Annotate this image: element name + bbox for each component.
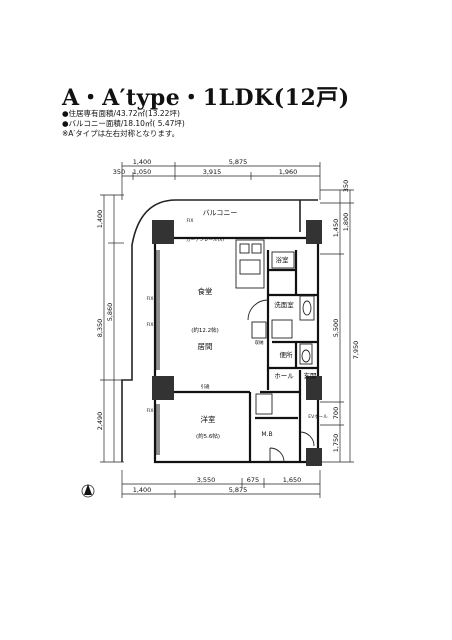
dim-left-4: 2,490 bbox=[96, 412, 104, 431]
room-balcony-label: バルコニー bbox=[203, 209, 238, 217]
dim-right-3: 7,950 bbox=[352, 341, 360, 360]
dim-top-3: 350 bbox=[113, 168, 125, 176]
plan-title: A・A′type・1LDK(12戸) bbox=[62, 85, 350, 111]
fix-window-label-2: FIX bbox=[147, 322, 154, 328]
room-western-label: 洋室 bbox=[201, 414, 216, 424]
dim-right-5: 5,500 bbox=[332, 319, 340, 338]
room-western-size: (約5.6帖) bbox=[196, 432, 220, 440]
storage-label: 収納 bbox=[255, 339, 264, 346]
dim-right-1: 350 bbox=[342, 180, 350, 192]
room-living-size: (約12.2帖) bbox=[191, 326, 219, 334]
room-mb-label: M.B bbox=[261, 431, 272, 438]
room-toilet-label: 便所 bbox=[280, 350, 294, 359]
dim-left-3: 8,350 bbox=[96, 319, 104, 338]
dim-bottom-5: 5,875 bbox=[229, 486, 248, 494]
room-dining-label: 食堂 bbox=[198, 286, 213, 296]
balcony-area-text: ●バルコニー面積/18.10㎡( 5.47坪) bbox=[62, 119, 185, 128]
dim-bottom-1: 3,550 bbox=[197, 476, 216, 484]
symmetry-note: ※A′タイプは左右対称となります。 bbox=[62, 129, 180, 138]
ev-hall-label: EVホール bbox=[308, 414, 328, 420]
dim-top-1: 1,400 bbox=[133, 158, 152, 166]
dim-top-6: 1,960 bbox=[279, 168, 298, 176]
room-entrance-label: 玄関 bbox=[304, 371, 317, 380]
room-bath-label: 浴室 bbox=[276, 255, 290, 264]
dim-left-1: 1,400 bbox=[96, 210, 104, 229]
dim-right-7: 1,750 bbox=[332, 434, 340, 453]
dim-left-2: 5,860 bbox=[106, 303, 114, 322]
north-arrow-icon bbox=[81, 484, 95, 498]
fix-window-label-1: FIX bbox=[147, 296, 154, 302]
room-living-label: 居間 bbox=[198, 342, 213, 351]
room-hall-label: ホール bbox=[274, 372, 294, 380]
dim-top-5: 3,915 bbox=[203, 168, 222, 176]
dim-bottom-3: 1,650 bbox=[283, 476, 302, 484]
dim-right-2: 1,800 bbox=[342, 213, 350, 232]
living-area-text: ●住居専有面積/43.72㎡(13.22坪) bbox=[62, 109, 180, 118]
dim-bottom-2: 675 bbox=[247, 476, 259, 484]
fix-window-label-4: FIX bbox=[187, 218, 194, 224]
dim-bottom-4: 1,400 bbox=[133, 486, 152, 494]
dim-right-6: 700 bbox=[332, 407, 340, 419]
fix-window-label-3: FIX bbox=[147, 408, 154, 414]
dim-right-4: 1,450 bbox=[332, 219, 340, 238]
room-washroom-label: 洗面室 bbox=[274, 300, 294, 309]
sliding-door-label: 引違 bbox=[201, 383, 210, 390]
curtain-rail-label: カーテンレール(X) bbox=[186, 237, 224, 243]
dim-top-4: 1,050 bbox=[133, 168, 152, 176]
dim-top-2: 5,875 bbox=[229, 158, 248, 166]
